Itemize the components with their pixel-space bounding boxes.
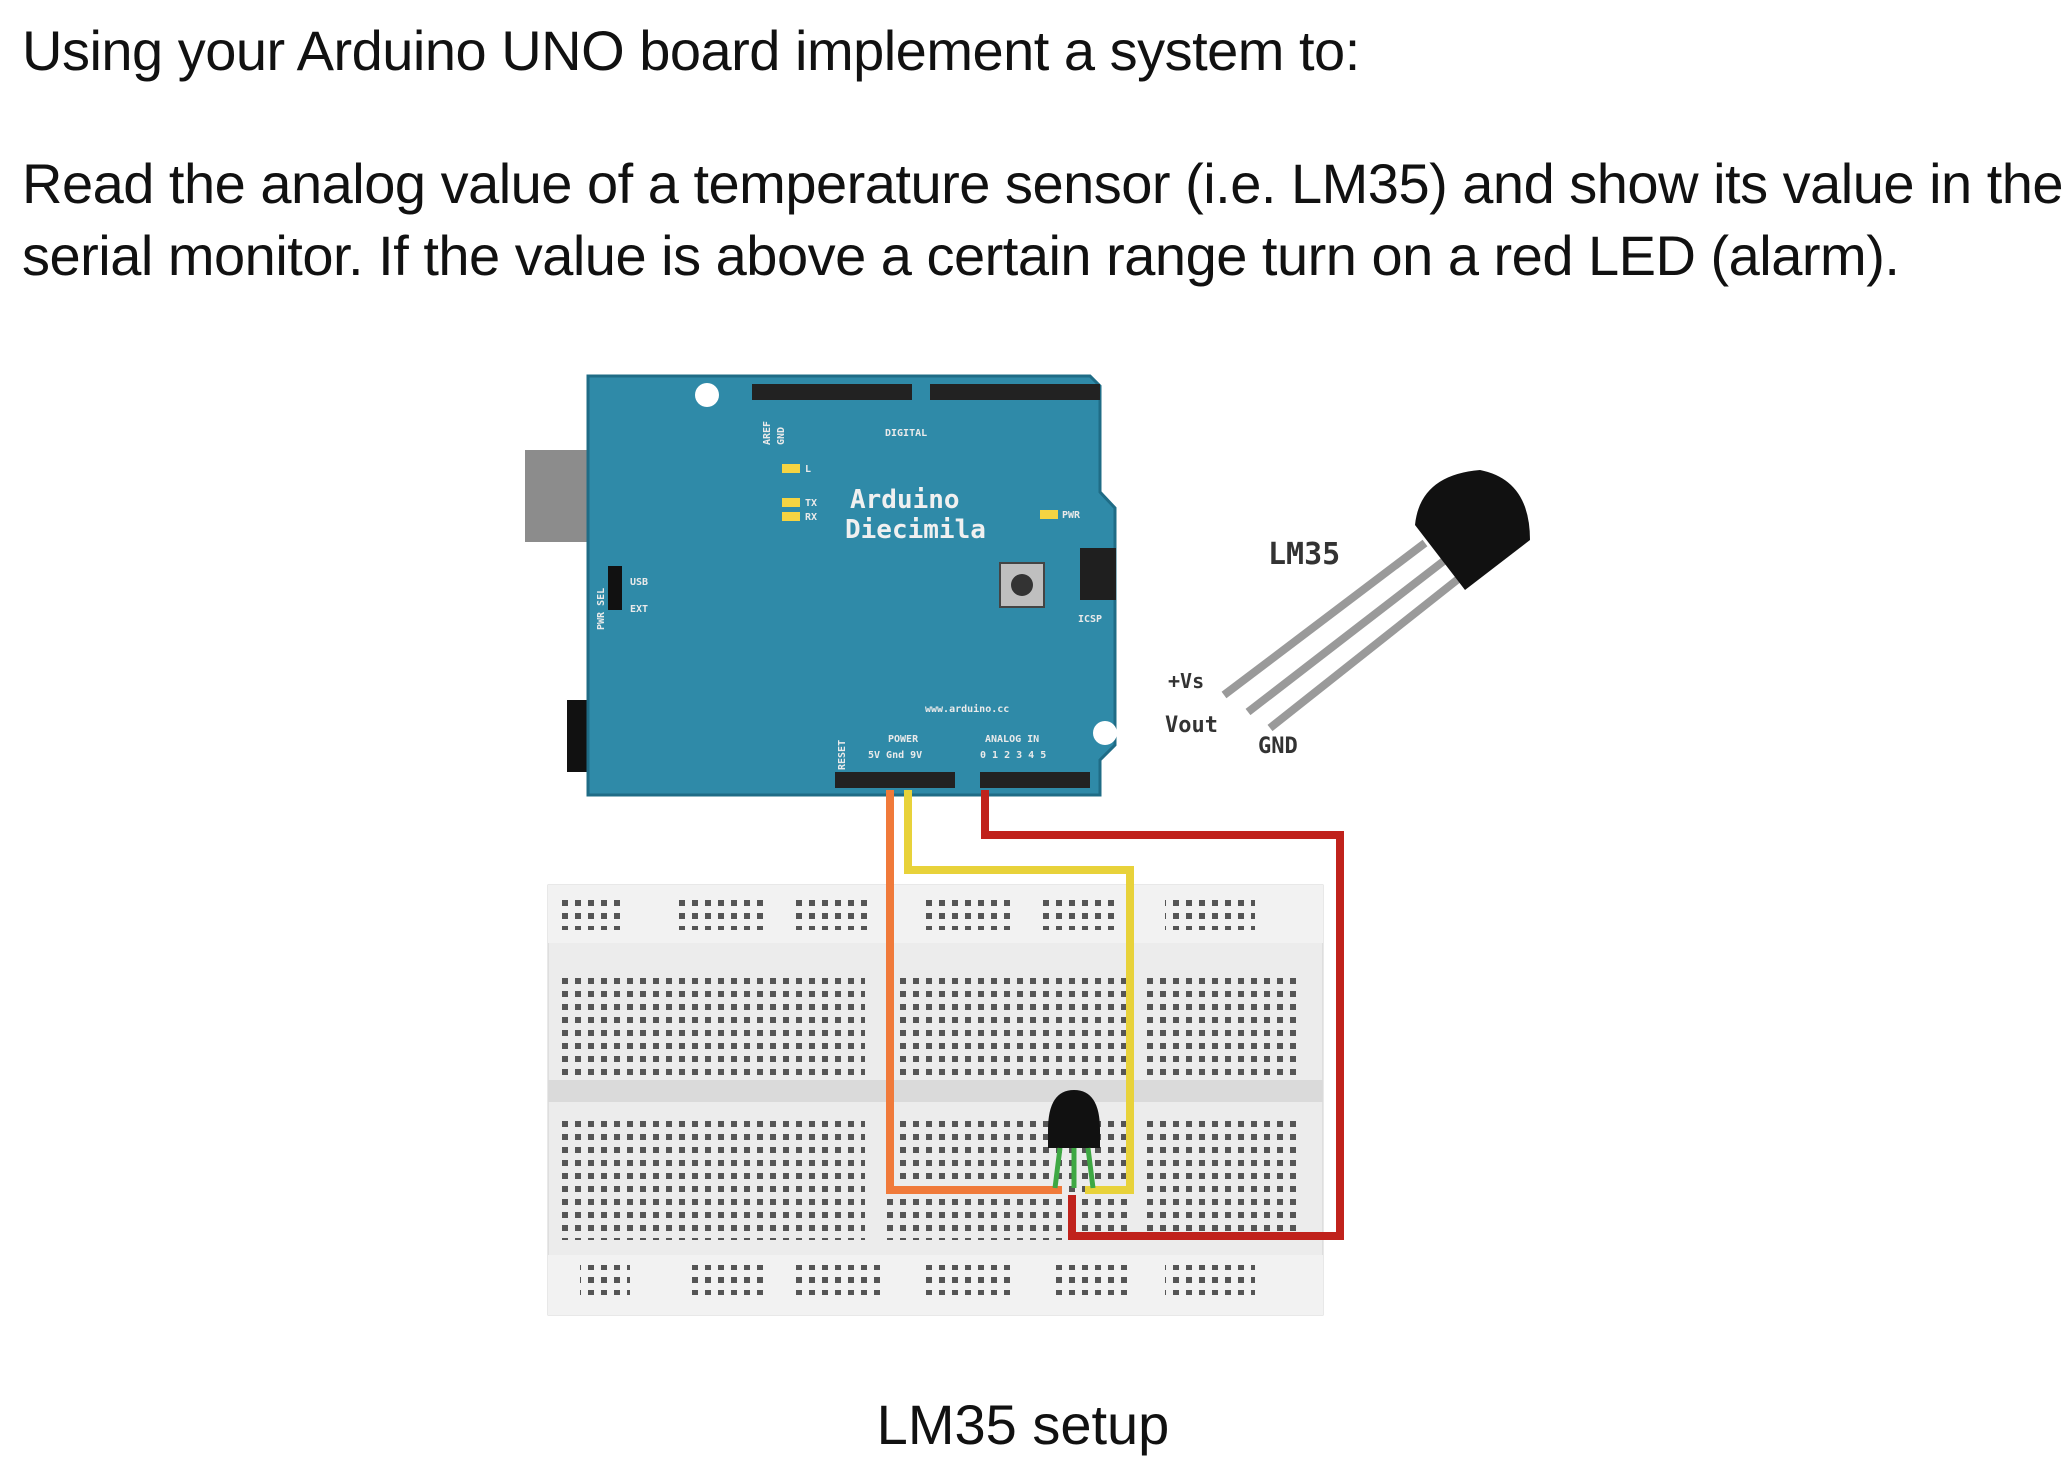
task-line-1: Read the analog value of a temperature s…	[22, 152, 2063, 215]
tx-label: TX	[805, 498, 817, 509]
l-label: L	[805, 464, 811, 475]
pwr-label: PWR	[1062, 510, 1081, 521]
arduino-board: Arduino Diecimila DIGITAL POWER ANALOG I…	[525, 374, 1117, 797]
pin-gnd-label: GND	[1258, 734, 1298, 759]
icsp-label: ICSP	[1078, 614, 1102, 625]
gnd-label: GND	[776, 427, 787, 445]
pin-vs-label: +Vs	[1168, 669, 1204, 693]
usb-label: USB	[630, 577, 648, 588]
wire-5v	[886, 790, 1062, 1194]
wire-gnd	[904, 790, 1134, 1194]
pwr-sel-label: PWR SEL	[596, 588, 607, 630]
board-name-line-1: Arduino	[850, 485, 960, 515]
analog-pins-label: 0 1 2 3 4 5	[980, 750, 1046, 761]
power-pins-label: 5V Gnd 9V	[868, 750, 922, 761]
task-line-2: serial monitor. If the value is above a …	[22, 224, 1900, 287]
breadboard-sensor	[1048, 1090, 1100, 1189]
ext-label: EXT	[630, 604, 648, 615]
wires	[886, 790, 1344, 1240]
analog-label: ANALOG IN	[985, 734, 1039, 745]
breadboard	[547, 884, 1324, 1316]
pin-vout-label: Vout	[1165, 713, 1218, 738]
lm35-label: LM35	[1268, 537, 1340, 572]
figure-caption: LM35 setup	[876, 1393, 1170, 1456]
aref-label: AREF	[762, 421, 773, 445]
wire-analog	[981, 790, 1344, 1240]
power-label: POWER	[888, 734, 919, 745]
board-name-line-2: Diecimila	[845, 515, 986, 545]
digital-label: DIGITAL	[885, 428, 927, 439]
rx-label: RX	[805, 512, 817, 523]
reset-label: RESET	[837, 740, 848, 770]
lm35-callout: LM35 +Vs Vout GND	[1165, 470, 1530, 759]
website-label: www.arduino.cc	[925, 703, 1009, 715]
heading: Using your Arduino UNO board implement a…	[22, 19, 1360, 82]
task-description: Read the analog value of a temperature s…	[22, 148, 2063, 292]
